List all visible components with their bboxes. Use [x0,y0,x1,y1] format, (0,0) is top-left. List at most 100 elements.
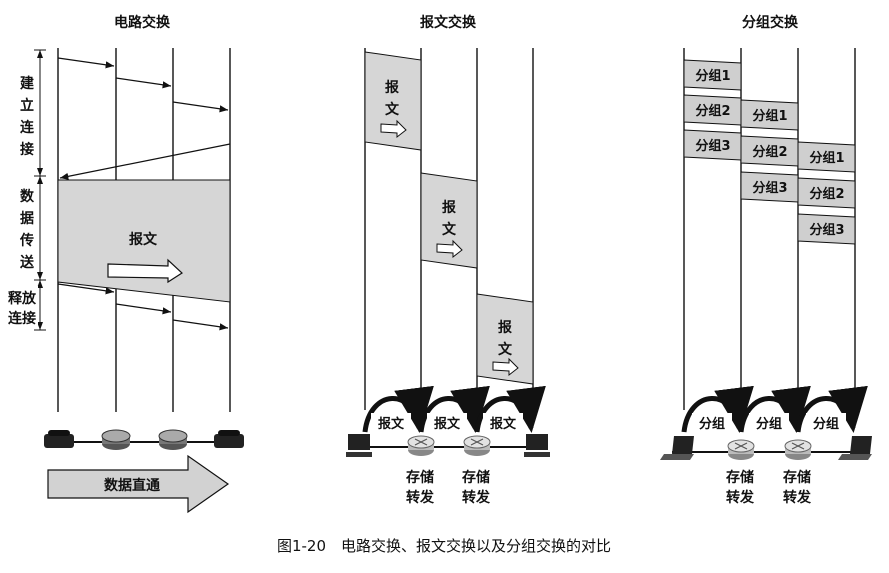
telephone-icon [44,430,74,448]
packet-block: 分组1 [797,141,856,173]
svg-text:转发: 转发 [783,489,812,506]
hop-label: 报文 [427,413,467,432]
hop-label: 分组 [692,413,732,432]
svg-text:分组2: 分组2 [809,186,844,202]
hop-arc [418,385,490,433]
release-phase-label: 释放 连接 [4,286,38,328]
svg-text:送: 送 [19,254,35,271]
svg-text:文: 文 [442,221,457,238]
svg-text:立: 立 [20,97,34,114]
svg-text:报: 报 [442,200,456,216]
circuit-block-label: 报文 [129,231,158,248]
svg-text:连: 连 [20,119,35,136]
release-arrow-1 [57,283,115,295]
router-icon [407,435,435,456]
laptop-icon [660,436,694,460]
svg-text:据: 据 [20,210,34,227]
circuit-title: 电路交换 [114,14,171,31]
hop-arc [362,385,434,433]
svg-text:转发: 转发 [462,489,491,506]
svg-text:文: 文 [385,101,400,118]
store-forward-label: 存储 转发 [462,469,491,506]
message-block: 报 文 [420,172,478,269]
circuit-switching-panel: 电路交换 报文 建 立 连 [4,14,244,514]
svg-text:接: 接 [20,141,34,158]
svg-text:报文: 报文 [490,416,517,432]
packet-switching-panel: 分组交换 分组1 分组2 分组3 分组1 分组2 分组3 [660,14,872,506]
direct-transfer-arrow [47,454,230,514]
setup-arrow-3 [172,101,229,113]
svg-text:传: 传 [19,232,34,249]
svg-text:分组: 分组 [813,416,839,432]
svg-text:数: 数 [20,188,35,205]
svg-text:释放: 释放 [8,290,37,307]
svg-text:存储: 存储 [783,469,811,486]
message-block: 报 文 [364,51,422,151]
setup-arrow-2 [115,77,172,89]
svg-text:分组: 分组 [756,416,782,432]
packet-block: 分组3 [797,213,856,245]
svg-text:报文: 报文 [434,416,461,432]
message-title: 报文交换 [420,14,477,31]
setup-ack-arrow [59,143,231,180]
svg-text:分组1: 分组1 [752,108,787,124]
svg-text:分组3: 分组3 [752,180,787,196]
svg-text:存储: 存储 [462,469,490,486]
svg-text:分组2: 分组2 [752,144,787,160]
svg-text:分组2: 分组2 [695,103,730,119]
svg-text:分组1: 分组1 [809,150,844,166]
svg-text:转发: 转发 [726,489,755,506]
svg-text:分组3: 分组3 [809,222,844,238]
message-block: 报 文 [476,293,534,385]
switch-icon [101,429,131,450]
svg-text:分组: 分组 [699,416,725,432]
figure-caption: 图1-20 电路交换、报文交换以及分组交换的对比 [277,537,611,555]
circuit-block-arrow [107,258,183,284]
svg-text:建: 建 [20,75,34,92]
telephone-icon [214,430,244,448]
hop-arc [474,385,546,433]
message-switching-panel: 报文交换 报 文 报 文 报 文 [346,14,550,506]
hop-label: 报文 [483,413,523,432]
computer-icon [524,434,550,457]
laptop-icon [838,436,872,460]
packet-block: 分组2 [740,135,799,167]
packet-block: 分组3 [683,129,742,161]
hop-arc [681,385,754,433]
setup-phase-label: 建 立 连 接 [18,70,36,162]
router-icon [784,439,812,460]
packet-block: 分组1 [683,59,742,91]
computer-icon [346,434,372,457]
svg-text:文: 文 [498,341,513,358]
store-forward-label: 存储 转发 [406,469,435,506]
svg-text:报文: 报文 [378,416,405,432]
svg-text:报: 报 [498,320,512,336]
hop-arc [795,385,868,433]
switch-icon [158,429,188,450]
svg-text:转发: 转发 [406,489,435,506]
release-arrow-2 [115,303,172,315]
release-arrow-3 [172,319,229,331]
store-forward-label: 存储 转发 [783,469,812,506]
direct-transfer-label: 数据直通 [104,477,160,494]
hop-arc [738,385,811,433]
store-forward-label: 存储 转发 [726,469,755,506]
svg-text:连接: 连接 [8,310,36,327]
svg-text:存储: 存储 [726,469,754,486]
transfer-phase-label: 数 据 传 送 [18,184,36,276]
setup-arrow-1 [57,57,115,69]
hop-label: 分组 [749,413,789,432]
packet-block: 分组2 [797,177,856,209]
circuit-data-block [57,179,231,303]
router-icon [463,435,491,456]
packet-title: 分组交换 [742,14,799,31]
router-icon [727,439,755,460]
hop-label: 报文 [371,413,411,432]
packet-block: 分组1 [740,99,799,131]
svg-text:存储: 存储 [406,469,434,486]
hop-label: 分组 [806,413,846,432]
packet-block: 分组2 [683,94,742,126]
svg-text:报: 报 [385,80,399,96]
